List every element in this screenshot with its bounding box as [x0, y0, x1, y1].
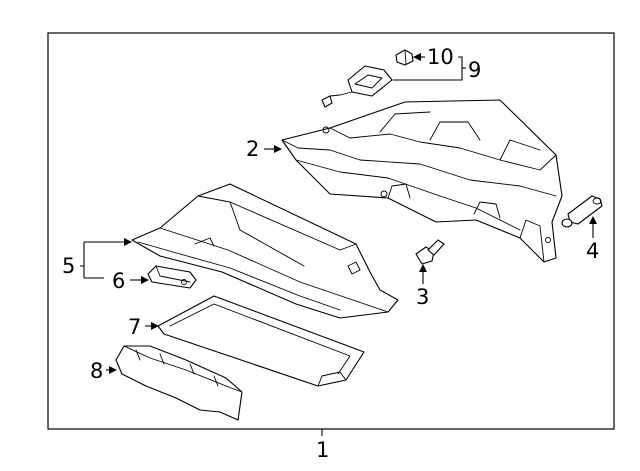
diagram-frame [47, 32, 615, 430]
part-10-bulb[interactable] [395, 49, 414, 66]
part-4-damper[interactable] [561, 195, 603, 228]
callout-4: 4 [586, 239, 599, 263]
callout-7: 7 [128, 315, 141, 339]
leader-lines [80, 53, 597, 436]
part-6-latch[interactable] [147, 265, 197, 289]
callout-3: 3 [416, 285, 429, 309]
part-2-glove-box-housing[interactable] [281, 99, 563, 263]
part-7-liner-tray[interactable] [157, 295, 365, 387]
part-5-glove-box-door[interactable] [131, 183, 399, 319]
callout-2: 2 [246, 137, 259, 161]
callout-1: 1 [316, 438, 329, 462]
callout-5: 5 [62, 254, 75, 278]
part-8-pocket-insert[interactable] [115, 345, 243, 421]
part-3-bumper-stop[interactable] [415, 239, 445, 265]
part-9-lamp-housing[interactable] [321, 65, 393, 108]
callout-9: 9 [468, 58, 481, 82]
callout-8: 8 [90, 359, 103, 383]
callout-10: 10 [427, 45, 454, 69]
callout-6: 6 [112, 269, 125, 293]
